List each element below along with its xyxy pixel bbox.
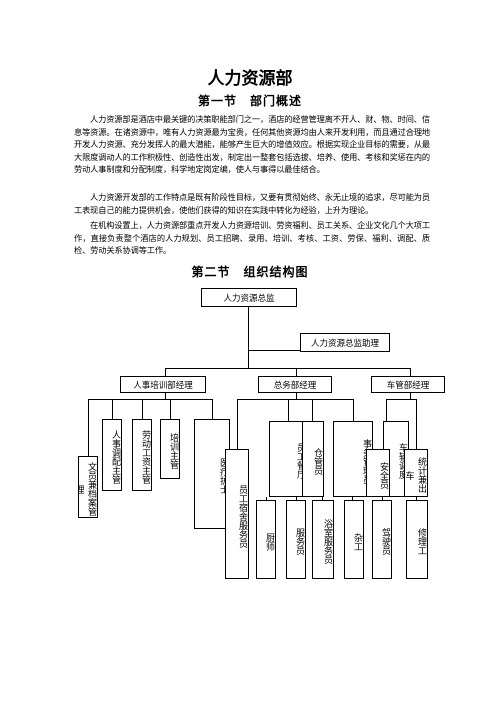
org-node-hr-deploy: 人事调配主管 [102, 419, 122, 491]
document-title: 人力资源部 [207, 69, 293, 89]
org-node-fleet-manager: 车管部经理 [371, 376, 445, 393]
org-node-handyman: 杂工 [344, 500, 364, 579]
org-node-bath: 浴室服务员 [312, 500, 334, 579]
section-heading-2: 第二节 组织结构图 [191, 265, 309, 279]
org-node-storekeeper: 仓管员 [302, 421, 324, 497]
org-node-training: 培训主管 [160, 419, 180, 479]
org-node-labor-wage: 劳动工资主管 [132, 419, 152, 491]
org-node-assistant: 人力资源总监助理 [300, 333, 390, 352]
org-node-hr-manager: 人事培训部经理 [120, 376, 206, 393]
org-node-director: 人力资源总监 [201, 288, 297, 307]
org-node-dorm: 员工宿舍服务员 [225, 449, 249, 579]
paragraph-1: 人力资源部是酒店中最关键的决策职能部门之一，酒店的经营管理离不开人、财、物、时间… [74, 114, 430, 175]
org-node-driver: 驾驶员 [372, 500, 392, 579]
org-node-stats: 统计兼出车 [404, 449, 428, 497]
org-node-clerk: 文员兼档案管理 [78, 456, 98, 518]
org-node-safety: 安全员 [366, 449, 390, 497]
org-node-ga-manager: 总务部经理 [258, 376, 332, 393]
org-node-mechanic: 修理工 [406, 500, 428, 579]
section-heading-1: 第一节 部门概述 [197, 94, 302, 108]
org-node-waiter: 服务员 [286, 500, 306, 579]
paragraph-2: 人力资源开发部的工作特点是既有阶段性目标，又要有贯彻始终、永无止境的追求，尽可能… [74, 192, 430, 215]
org-node-chef: 厨师 [256, 500, 276, 579]
paragraph-3: 在机构设置上，人力资源部重点开发人力资源培训、劳资福利、员工关系、企业文化几个大… [74, 220, 430, 256]
